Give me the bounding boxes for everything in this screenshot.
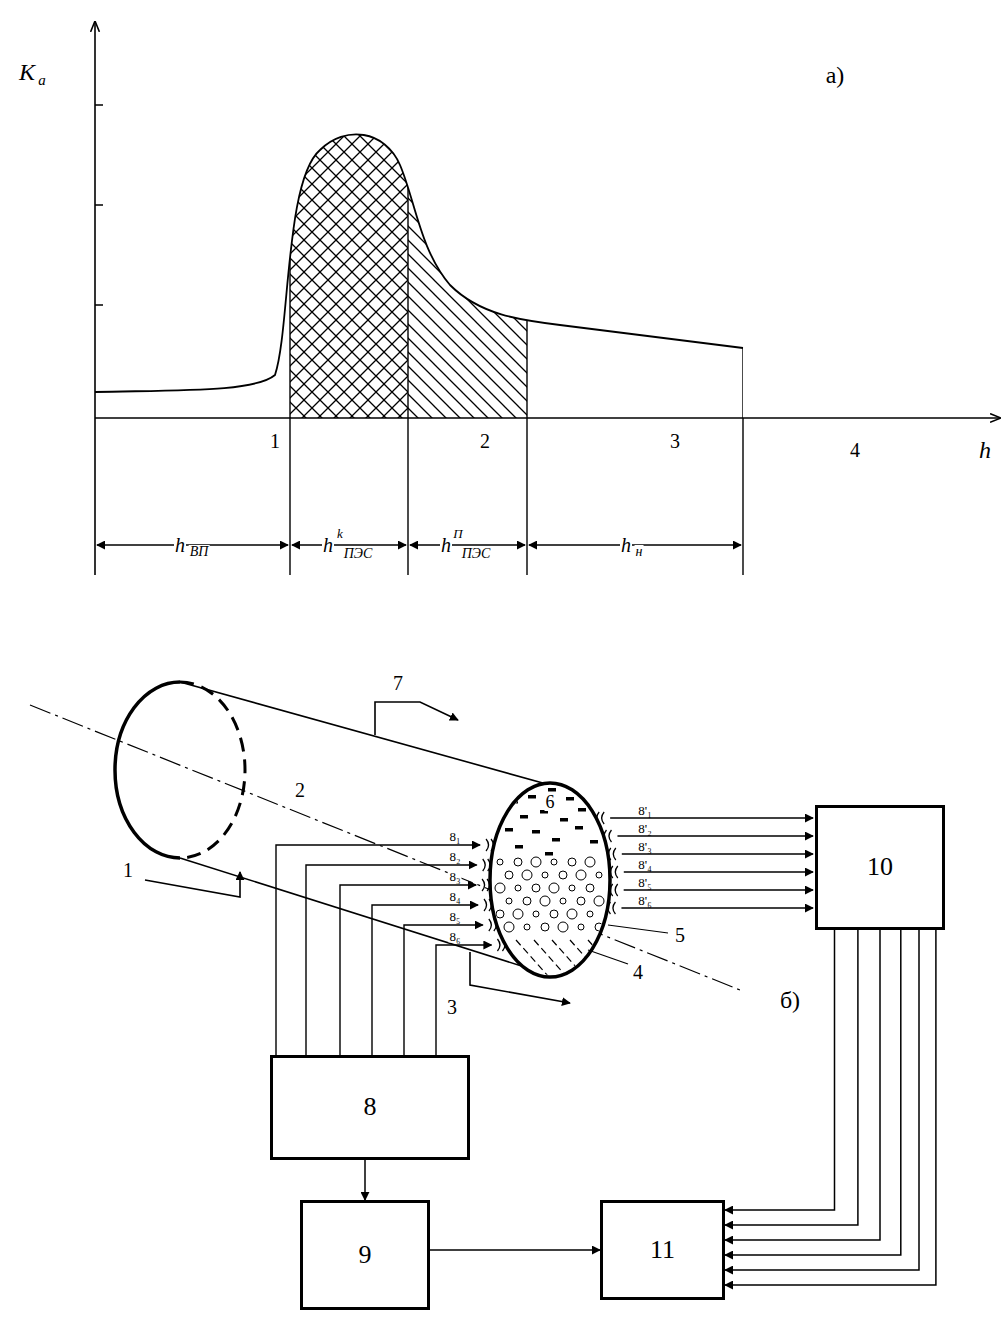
signal-line: [725, 930, 901, 1255]
signal-label: 8'₃: [637, 840, 652, 853]
signal-label: 8'₆: [637, 894, 652, 907]
dimension-label: h: [620, 535, 632, 555]
dimension-label: h: [322, 535, 334, 555]
region-number: 1: [269, 431, 281, 451]
chart: [95, 22, 1000, 575]
dimension-label: ПЭС: [343, 547, 374, 561]
signal-label: 8'₄: [637, 858, 652, 871]
box-label: 10: [867, 853, 893, 882]
signal-label: 8'₅: [637, 876, 652, 889]
callout-number: 7: [392, 673, 404, 693]
dimension-label: h: [174, 535, 186, 555]
box-label: 9: [359, 1241, 372, 1270]
axis-label: K: [18, 60, 36, 84]
axis-label: a: [37, 73, 47, 88]
callout-number: 4: [632, 962, 644, 982]
signal-line: [725, 930, 936, 1285]
process-box: 10: [815, 805, 945, 930]
region-number: 2: [479, 431, 491, 451]
axis-label: h: [978, 438, 992, 462]
signal-line: [725, 930, 880, 1240]
dimension-label: ВП: [189, 545, 210, 559]
callout-number: 3: [446, 997, 458, 1017]
signal-label: 8₂: [448, 850, 461, 863]
signal-line: [725, 930, 919, 1270]
signal-line: [725, 930, 835, 1210]
callout-number: 1: [122, 860, 134, 880]
callout-number: 2: [294, 780, 306, 800]
signal-label: 8₃: [448, 870, 461, 883]
region-number: 4: [849, 440, 861, 460]
callout-number: 5: [674, 925, 686, 945]
callout-number: 6: [545, 793, 556, 811]
signal-line: [430, 1249, 600, 1251]
dimension-label: k: [336, 527, 344, 540]
signal-line: [364, 1160, 366, 1200]
signal-label: 8'₂: [637, 822, 652, 835]
box-label: 8: [364, 1093, 377, 1122]
box-label: 11: [650, 1236, 675, 1265]
signal-line: [725, 930, 858, 1225]
signal-label: 8'₁: [637, 804, 652, 817]
dimension-label: П: [452, 527, 463, 540]
figure-label: а): [825, 63, 846, 87]
signal-label: 8₅: [448, 910, 461, 923]
process-box: 11: [600, 1200, 725, 1300]
dimension-label: h: [440, 535, 452, 555]
figure-label: б): [779, 988, 801, 1012]
dimension-label: ПЭС: [461, 547, 492, 561]
signal-label: 8₁: [448, 830, 461, 843]
dimension-label: н: [635, 545, 644, 559]
signal-label: 8₄: [448, 890, 461, 903]
region-number: 3: [669, 431, 681, 451]
signal-label: 8₆: [448, 930, 461, 943]
pipe: [30, 682, 813, 1055]
process-box: 9: [300, 1200, 430, 1310]
process-box: 8: [270, 1055, 470, 1160]
